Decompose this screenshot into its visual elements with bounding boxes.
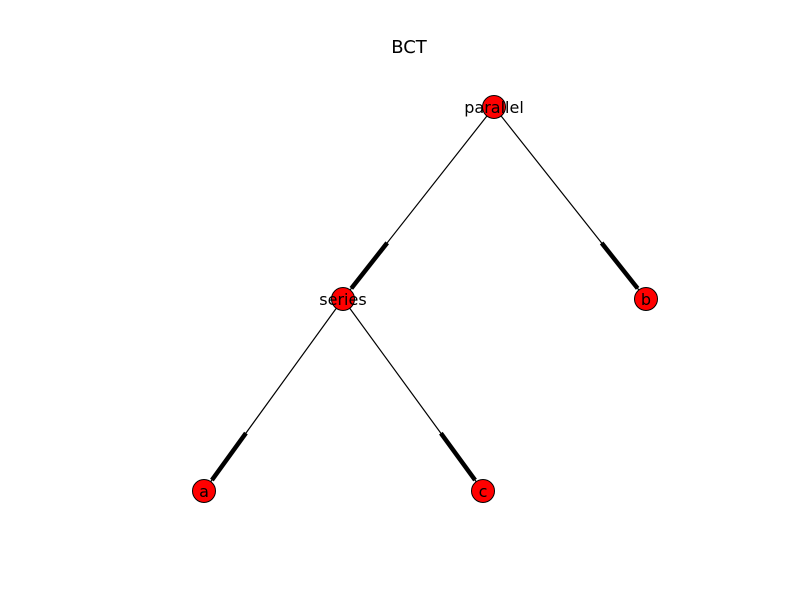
node-parallel: parallel <box>464 95 524 119</box>
node-label-series: series <box>319 290 366 309</box>
node-circle-series <box>331 287 355 311</box>
edge-arrowhead-parallel-series <box>349 241 389 290</box>
edge-group <box>203 106 647 492</box>
node-circle-parallel <box>482 95 506 119</box>
node-group: parallel series b a c <box>192 95 658 503</box>
node-label-parallel: parallel <box>464 98 524 117</box>
diagram-title: BCT <box>391 37 428 58</box>
node-c: c <box>471 479 495 503</box>
node-series: series <box>319 287 367 311</box>
node-label-a: a <box>199 482 209 501</box>
edge-arrowhead-series-c <box>439 431 477 482</box>
node-a: a <box>192 479 216 503</box>
node-label-c: c <box>479 482 488 501</box>
edge-arrowhead-parallel-b <box>599 241 640 290</box>
node-label-b: b <box>641 290 651 309</box>
edge-arrowhead-series-a <box>210 431 248 482</box>
node-b: b <box>634 287 658 311</box>
node-circle-b <box>634 287 658 311</box>
node-circle-c <box>471 479 495 503</box>
node-circle-a <box>192 479 216 503</box>
